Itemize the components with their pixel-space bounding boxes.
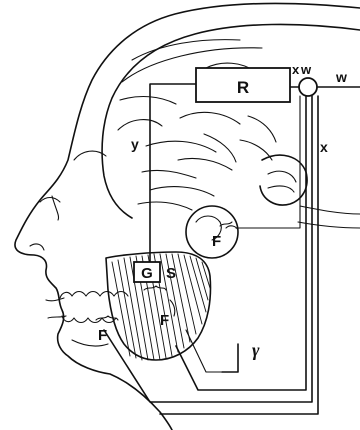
label-w-right: w (335, 69, 347, 85)
label-R: R (237, 78, 249, 97)
ear-region (186, 206, 238, 258)
label-x-right: x (320, 139, 328, 155)
brain-outline (102, 24, 360, 228)
receiver-box: R (196, 68, 290, 102)
label-F-ear: F (212, 233, 221, 250)
label-y: y (131, 136, 139, 152)
label-x-top: x (292, 62, 300, 77)
golgi-box: G (134, 262, 160, 282)
label-F-jaw: F (98, 327, 107, 344)
label-F-muscle: F (160, 312, 169, 329)
label-G: G (141, 265, 153, 282)
lower-teeth (62, 316, 116, 323)
label-gamma: γ (252, 340, 260, 360)
label-w-top: w (300, 62, 312, 77)
label-S: S (166, 265, 176, 282)
summing-node (299, 78, 317, 96)
